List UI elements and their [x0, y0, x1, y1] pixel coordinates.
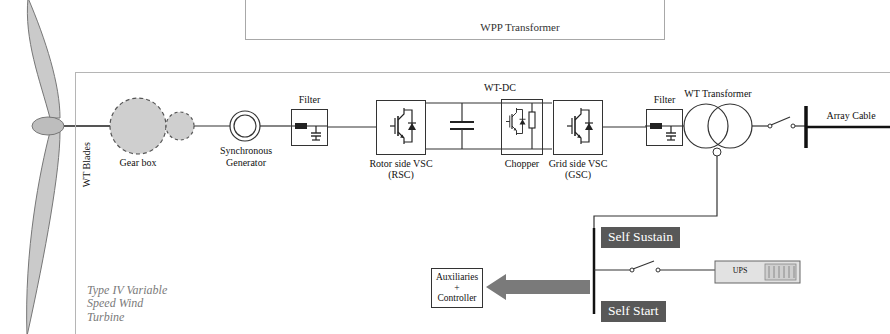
part-label: WT-DC [484, 82, 516, 94]
part-label: Synchronous Generator [215, 145, 277, 168]
part-label: WT Transformer [684, 88, 751, 100]
dc-link [461, 129, 462, 149]
wt-transformer [684, 104, 728, 148]
converter-symbol [390, 103, 593, 149]
auxiliary-bus [633, 261, 654, 269]
controller-box: Auxiliaries + Controller [431, 268, 483, 309]
converter-box: Rotor side VSC (RSC) [359, 100, 443, 181]
ups-unit [784, 266, 785, 278]
dc-link [425, 102, 552, 103]
array-cable-connection [771, 117, 790, 125]
component-outline [553, 100, 603, 155]
dc-link [425, 148, 552, 149]
turbine-panel: Type IV Variable Speed Wind Turbine Filte… [75, 72, 890, 334]
filter-box: Filter [291, 94, 328, 146]
converter-symbol [529, 112, 535, 128]
wt-transformer [682, 104, 752, 156]
transformer-frame: WPP Transformer [245, 0, 665, 40]
synchronous-generator [234, 115, 256, 137]
ups-unit [769, 266, 794, 278]
wt-blades [64, 125, 110, 127]
node-text: Auxiliaries + Controller [436, 272, 478, 305]
filter-box: Filter [646, 94, 683, 146]
gear-box [166, 112, 194, 140]
chopper-box: Chopper [501, 99, 543, 170]
node-text: Self Sustain [608, 229, 673, 245]
node-text: Self Start [608, 303, 659, 319]
filter-symbol [645, 123, 682, 140]
gear-box [194, 125, 230, 126]
dc-link [461, 103, 462, 122]
gear-box [110, 98, 166, 154]
wt-transformer [713, 148, 721, 156]
dc-link [425, 103, 552, 149]
wt-transformer [708, 104, 752, 148]
auxiliary-bus [594, 269, 630, 270]
array-cable-connection [752, 106, 890, 148]
converter-symbol [390, 108, 416, 144]
converter-symbol [531, 103, 532, 112]
synchronous-generator [230, 111, 260, 141]
converter-box: Grid side VSC (GSC) [545, 100, 611, 181]
converter-symbol [567, 108, 593, 144]
array-cable-connection [791, 124, 795, 128]
ups-unit [789, 266, 790, 278]
auxiliary-bus [660, 269, 715, 270]
array-cable-connection [752, 125, 768, 126]
component-outline [501, 99, 543, 155]
node-text: WPP Transformer [480, 21, 559, 34]
ups-unit [794, 266, 795, 278]
ups-unit [779, 266, 780, 278]
filter-symbol [290, 123, 682, 140]
ups-unit [774, 266, 775, 278]
ups-label: UPS [733, 266, 748, 275]
node-text: Chopper [505, 158, 539, 170]
auxiliary-bus [486, 274, 590, 300]
wt-blades [27, 0, 60, 118]
wt-blades [32, 117, 64, 135]
blade-label: WT Blades [81, 142, 93, 187]
component-outline [376, 100, 426, 155]
auxiliary-bus [486, 156, 717, 314]
converter-symbol [531, 128, 532, 149]
ups-unit [769, 266, 770, 278]
gear-box [110, 98, 230, 154]
node-text: Type IV Variable Speed Wind Turbine [87, 284, 169, 325]
part-label: Gear box [120, 157, 157, 169]
component-outline [291, 109, 328, 146]
mode-tag: Self Start [601, 301, 666, 322]
auxiliary-bus [656, 268, 660, 272]
node-text: Filter [654, 94, 676, 106]
synchronous-generator [260, 125, 290, 126]
ups-unit [715, 261, 800, 283]
cable-label: Array Cable [824, 110, 877, 122]
ups-unit [715, 261, 800, 283]
node-text: Filter [299, 94, 321, 106]
node-text: Grid side VSC (GSC) [545, 158, 611, 181]
filter-symbol [290, 123, 327, 140]
wire-connector [603, 126, 646, 127]
synchronous-generator [230, 111, 290, 141]
auxiliary-bus [593, 228, 596, 314]
component-outline [646, 109, 683, 146]
ups-unit [765, 264, 796, 280]
node-text: Rotor side VSC (RSC) [359, 158, 443, 181]
dc-link [450, 121, 474, 123]
wt-blades [27, 132, 60, 334]
array-cable-connection [806, 126, 890, 129]
wire-connector [328, 126, 376, 127]
converter-symbol [506, 108, 526, 135]
auxiliary-bus [594, 156, 717, 314]
mode-tag: Self Sustain [601, 227, 680, 248]
